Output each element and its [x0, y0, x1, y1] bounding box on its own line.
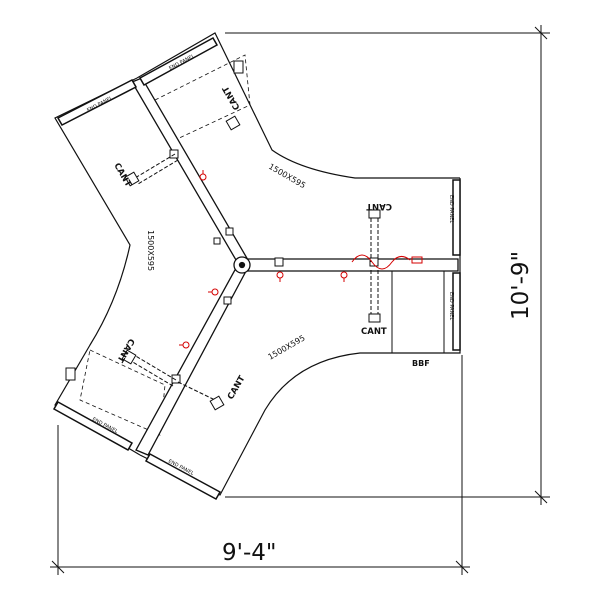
- cantilever-upper-right: [225, 115, 241, 131]
- bbf-label: BBF: [412, 359, 430, 368]
- cant-label-4: CANT: [361, 327, 387, 337]
- cantilever-upper-left: [124, 153, 179, 187]
- dimension-width: [50, 355, 470, 575]
- width-dimension-label: 9'-4": [222, 540, 276, 566]
- end-panel-bars: [52, 36, 461, 501]
- desk-outline: [54, 32, 461, 496]
- spine-connectors: [65, 60, 379, 384]
- desk-size-label-left: 1500X595: [146, 230, 155, 271]
- power-symbols: [179, 170, 423, 349]
- bbf-pedestal: [391, 267, 445, 354]
- spine-panels: [131, 77, 459, 456]
- cant-label-3: CANT: [366, 201, 392, 211]
- cantilever-lower-right: [177, 381, 225, 411]
- cantilever-lower-left: [121, 349, 177, 387]
- cantilever-right-bottom: [368, 270, 381, 323]
- cantilever-right-top: [368, 209, 381, 262]
- desk-size-label-upper: 1500X595: [267, 162, 307, 190]
- dimension-height: [225, 25, 550, 505]
- dashed-outlines: [79, 54, 251, 436]
- cant-label-6: CANT: [226, 374, 248, 401]
- height-dimension-label: 10'-9": [508, 251, 534, 320]
- desk-size-label-lower: 1500X595: [267, 333, 307, 361]
- end-panel-label-4: END PANEL: [448, 292, 454, 320]
- cant-label-2: CANT: [221, 84, 243, 111]
- end-panel-label-3: END PANEL: [448, 195, 454, 223]
